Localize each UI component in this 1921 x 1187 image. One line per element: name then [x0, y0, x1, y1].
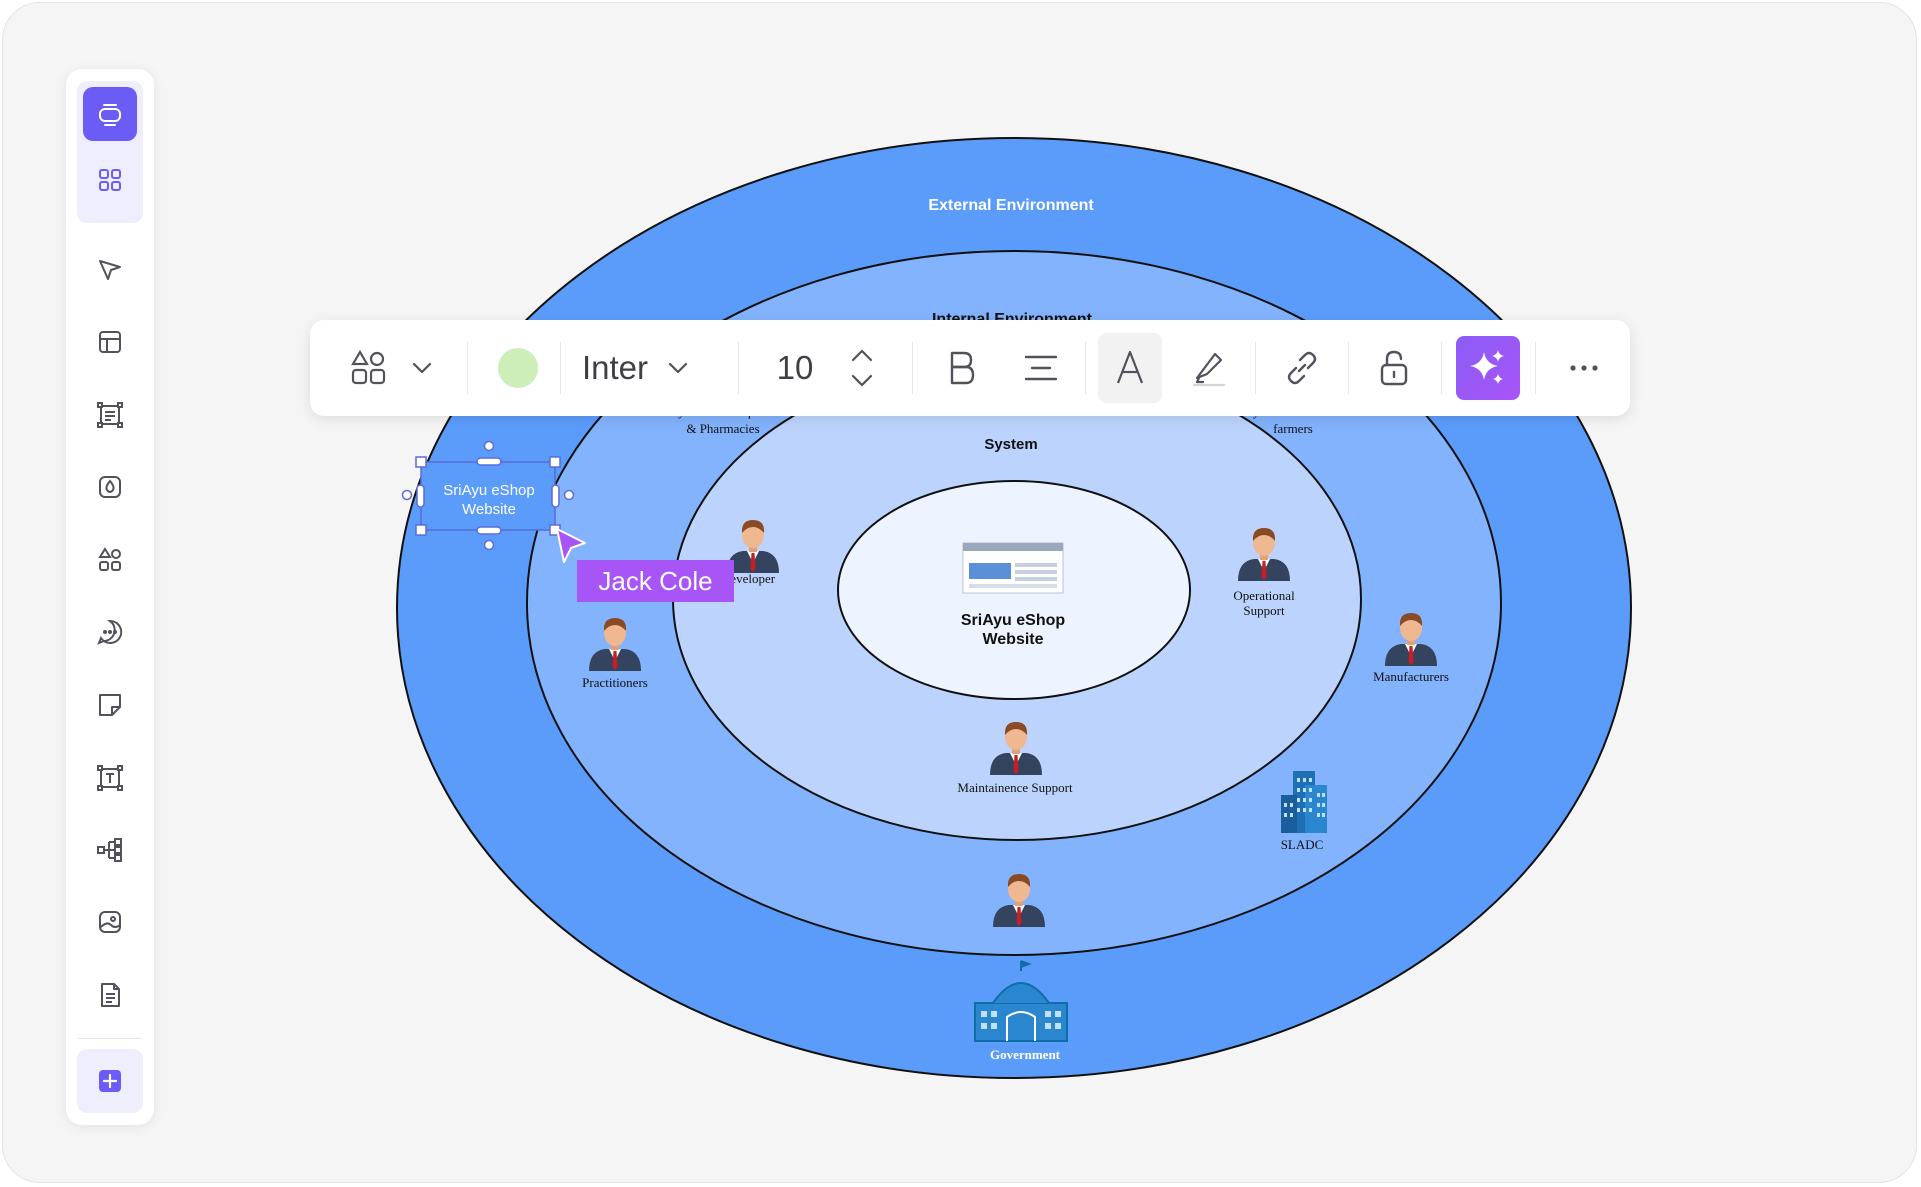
image-icon	[99, 911, 121, 933]
manufacturers-label: Manufacturers	[1373, 669, 1449, 684]
layout-icon	[99, 331, 121, 353]
mindmap-icon	[97, 838, 122, 862]
link-button[interactable]	[1270, 320, 1334, 416]
core-website-line2: Website	[982, 631, 1043, 648]
highlighter-icon	[1192, 352, 1226, 387]
hospitals-label-line2: & Pharmacies	[686, 421, 759, 436]
plus-icon	[99, 1070, 121, 1092]
format-toolbar: Inter 10	[310, 320, 1630, 416]
container-icon	[97, 402, 123, 428]
website-illustration-icon	[962, 542, 1064, 594]
templates-button[interactable]	[83, 153, 137, 207]
sidebar-divider	[78, 1038, 142, 1039]
sladc-building-icon	[1281, 771, 1327, 833]
ai-assistant-button[interactable]	[83, 87, 137, 141]
collaborator-cursor-icon	[556, 528, 586, 563]
selection-handles[interactable]	[401, 440, 575, 551]
government-label: Government	[990, 1047, 1061, 1062]
stepper-arrows-icon	[851, 349, 873, 387]
link-icon	[1287, 351, 1317, 385]
operational-support-line2: Support	[1243, 603, 1285, 618]
maintenance-support-label: Maintainence Support	[957, 780, 1073, 795]
frame-tool-button[interactable]	[83, 315, 137, 369]
font-size-value: 10	[776, 349, 814, 386]
text-box-icon	[97, 765, 123, 791]
shapes-icon	[98, 547, 121, 571]
highlight-button[interactable]	[1178, 320, 1240, 416]
collaborator-name-tag: Jack Cole	[577, 560, 734, 602]
grid-icon	[99, 169, 121, 191]
more-icon	[1570, 365, 1598, 371]
selected-website-box[interactable]	[420, 461, 556, 531]
align-center-icon	[1024, 355, 1058, 381]
toolbar-divider	[1535, 342, 1536, 394]
operational-support-line1: Operational	[1233, 588, 1295, 603]
image-tool-button[interactable]	[83, 895, 137, 949]
more-options-button[interactable]	[1555, 320, 1613, 416]
shapes-tool-button[interactable]	[83, 533, 137, 587]
lock-button[interactable]	[1362, 320, 1426, 416]
bold-button[interactable]	[930, 320, 992, 416]
sticky-note-button[interactable]	[83, 678, 137, 732]
toolbar-divider	[1085, 342, 1086, 394]
shape-picker-button[interactable]	[340, 320, 396, 416]
practitioners-label: Practitioners	[582, 675, 648, 690]
shapes-icon	[351, 349, 386, 385]
comment-icon	[97, 619, 123, 645]
toolbar-divider	[1255, 342, 1256, 394]
toolbar-divider	[560, 342, 561, 394]
font-family-select[interactable]: Inter	[580, 320, 650, 416]
pointer-icon	[99, 260, 121, 280]
selected-box-line2: Website	[462, 501, 516, 518]
ai-magic-button[interactable]	[1456, 336, 1520, 400]
comment-tool-button[interactable]	[83, 605, 137, 659]
chevron-down-icon	[412, 362, 432, 374]
font-size-field[interactable]: 10	[760, 320, 830, 416]
left-toolbar	[66, 69, 154, 1125]
context-diagram: External Environment Internal Environmen…	[396, 137, 1632, 1079]
toolbar-divider	[467, 342, 468, 394]
toolbar-divider	[1441, 342, 1442, 394]
text-align-button[interactable]	[1010, 320, 1072, 416]
font-size-stepper[interactable]	[840, 320, 884, 416]
core-website-line1: SriAyu eShop	[961, 612, 1066, 629]
fill-tool-button[interactable]	[83, 460, 137, 514]
document-icon	[101, 983, 120, 1007]
font-name-value: Inter	[581, 349, 649, 386]
selected-box-line1: SriAyu eShop	[443, 482, 534, 499]
text-tool-button[interactable]	[83, 751, 137, 805]
unlock-icon	[1380, 350, 1408, 386]
fill-color-button[interactable]	[482, 320, 554, 416]
toolbar-divider	[738, 342, 739, 394]
toolbar-divider	[912, 342, 913, 394]
government-building-icon	[974, 960, 1068, 1042]
system-label: System	[984, 436, 1037, 453]
font-family-dropdown[interactable]	[658, 320, 698, 416]
document-tool-button[interactable]	[83, 968, 137, 1022]
toolbar-divider	[1348, 342, 1349, 394]
sparkles-icon	[1470, 350, 1504, 384]
mindmap-tool-button[interactable]	[83, 823, 137, 877]
chevron-down-icon	[668, 362, 688, 374]
developer-label: Developer	[721, 571, 776, 586]
droplet-icon	[99, 476, 121, 498]
farmers-label-line2: farmers	[1273, 421, 1313, 436]
add-button[interactable]	[83, 1054, 137, 1108]
sticky-note-icon	[99, 694, 121, 716]
bold-icon	[950, 351, 975, 385]
color-swatch-icon	[498, 348, 538, 388]
text-color-icon	[1116, 350, 1144, 384]
select-tool-button[interactable]	[83, 243, 137, 297]
container-tool-button[interactable]	[83, 388, 137, 442]
robot-icon	[99, 104, 121, 126]
sladc-label: SLADC	[1281, 837, 1324, 852]
text-color-button[interactable]	[1098, 333, 1162, 403]
shape-dropdown-button[interactable]	[402, 320, 442, 416]
external-environment-label: External Environment	[928, 197, 1094, 214]
